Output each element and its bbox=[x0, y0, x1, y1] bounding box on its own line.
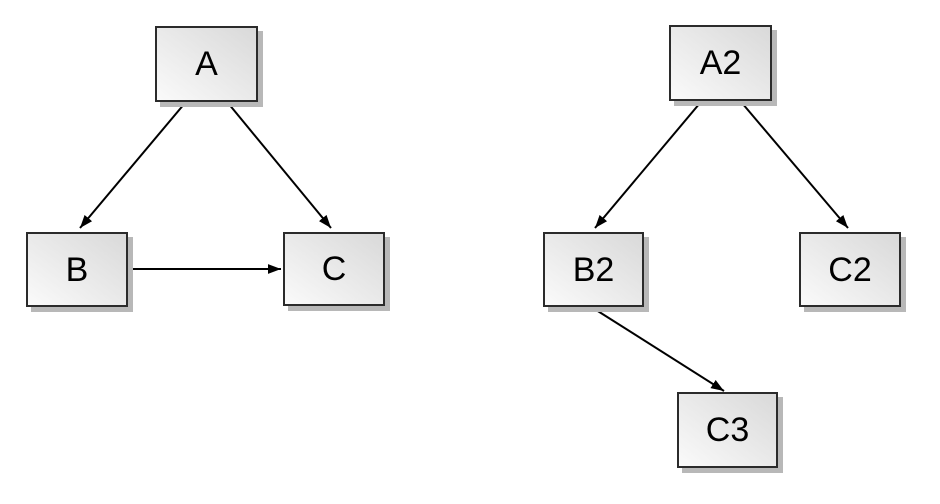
node-B2: B2 bbox=[543, 232, 644, 307]
node-C3: C3 bbox=[677, 392, 778, 468]
edge-A2-B2 bbox=[594, 102, 701, 229]
node-C: C bbox=[283, 232, 385, 306]
edge-A-C bbox=[227, 102, 332, 229]
node-label-C3: C3 bbox=[705, 411, 750, 449]
node-label-C: C bbox=[321, 250, 347, 288]
node-A2: A2 bbox=[669, 25, 772, 101]
node-B: B bbox=[26, 232, 128, 307]
node-label-B2: B2 bbox=[572, 250, 615, 289]
node-label-A2: A2 bbox=[699, 44, 742, 82]
edge-A2-C2 bbox=[741, 102, 849, 229]
node-C2: C2 bbox=[799, 232, 901, 307]
node-label-C2: C2 bbox=[828, 250, 872, 289]
node-label-B: B bbox=[65, 250, 89, 289]
node-A: A bbox=[155, 26, 258, 102]
edge-A-B bbox=[79, 102, 186, 229]
edge-B2-C3 bbox=[592, 307, 725, 392]
node-label-A: A bbox=[195, 45, 218, 83]
edges-group bbox=[79, 102, 849, 392]
